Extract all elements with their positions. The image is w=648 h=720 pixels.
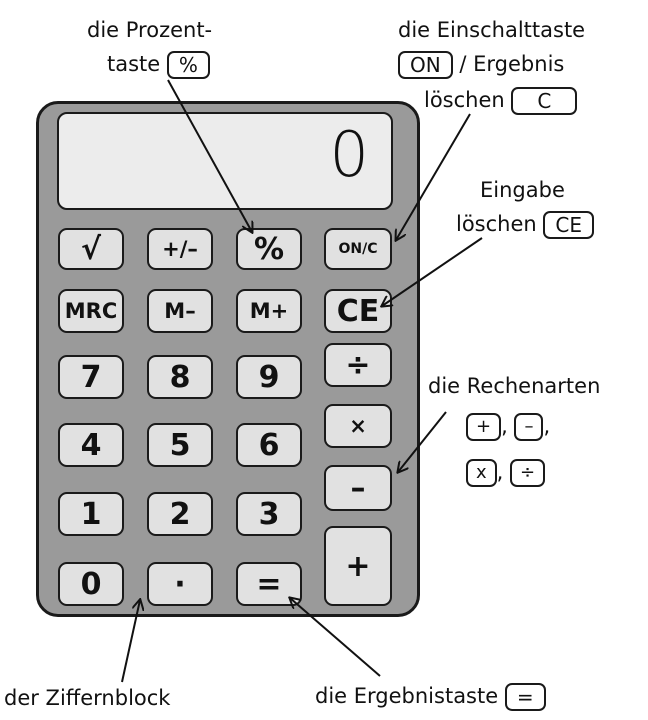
digits-annotation: der Ziffernblock	[4, 686, 171, 710]
percent-annotation-pill: %	[166, 51, 210, 79]
c-annotation-pill: C	[511, 87, 578, 115]
result-annotation: die Ergebnistaste =	[315, 682, 546, 711]
sqrt-key[interactable]: √	[58, 228, 124, 270]
multiply-key[interactable]: ×	[324, 404, 392, 448]
percent-arrow	[167, 79, 252, 232]
digit-4-key[interactable]: 4	[58, 423, 124, 467]
ops-sep-2: ,	[496, 460, 504, 484]
result-annotation-pill: =	[504, 683, 546, 711]
mrc-key[interactable]: MRC	[58, 289, 124, 333]
result-annotation-text: die Ergebnistaste	[315, 684, 499, 708]
digit-9-key[interactable]: 9	[236, 355, 302, 399]
percent-annotation-line1: die Prozent-	[87, 18, 213, 42]
percent-annotation-text: taste	[107, 52, 161, 76]
display-value: 0	[329, 118, 369, 191]
m-plus-key[interactable]: M+	[236, 289, 302, 333]
on-annotation-pill: ON	[398, 51, 453, 79]
m-minus-key[interactable]: M–	[147, 289, 213, 333]
digit-8-key[interactable]: 8	[147, 355, 213, 399]
ce-annotation-text: löschen	[456, 212, 537, 236]
ops-sep-1: ,	[501, 414, 508, 438]
ce-annotation-pill: CE	[543, 211, 595, 239]
ops-annotation-row2: x, ÷	[466, 458, 546, 487]
on-annotation-line2: ON / Ergebnis	[398, 50, 564, 79]
result-arrow	[290, 598, 381, 677]
ce-key[interactable]: CE	[324, 289, 392, 333]
on-c-key[interactable]: ON/C	[324, 228, 392, 270]
digit-1-key[interactable]: 1	[58, 492, 124, 536]
ce-annotation-line2: löschen CE	[456, 210, 595, 239]
ops-end-1: ,	[543, 414, 551, 438]
ce-arrow	[382, 237, 483, 306]
digit-7-key[interactable]: 7	[58, 355, 124, 399]
digit-5-key[interactable]: 5	[147, 423, 213, 467]
on-annotation-loeschen: löschen	[424, 88, 505, 112]
digit-0-key[interactable]: 0	[58, 562, 124, 606]
calculator-display: 0	[57, 112, 393, 210]
ce-annotation-line1: Eingabe	[480, 178, 565, 202]
ops-annotation-title: die Rechenarten	[428, 374, 601, 398]
ops-arrow	[398, 411, 447, 472]
decimal-point-key[interactable]: ·	[147, 562, 213, 606]
digit-2-key[interactable]: 2	[147, 492, 213, 536]
digits-arrow	[121, 600, 140, 683]
minus-key[interactable]: –	[324, 465, 392, 511]
digit-6-key[interactable]: 6	[236, 423, 302, 467]
divide-key[interactable]: ÷	[324, 343, 392, 387]
ops-minus-pill: –	[514, 413, 544, 441]
ops-times-pill: x	[466, 459, 497, 487]
plus-key[interactable]: +	[324, 526, 392, 606]
on-annotation-text: / Ergebnis	[459, 52, 565, 76]
on-annotation-line1: die Einschalttaste	[398, 18, 586, 42]
ops-div-pill: ÷	[510, 459, 546, 487]
on-arrow	[396, 113, 471, 240]
on-annotation-line3: löschen C	[424, 86, 578, 115]
percent-annotation-line2: taste %	[107, 50, 210, 79]
ops-annotation-row1: +, –,	[466, 412, 550, 441]
digit-3-key[interactable]: 3	[236, 492, 302, 536]
ops-plus-pill: +	[466, 413, 502, 441]
percent-key[interactable]: %	[236, 228, 302, 270]
plus-minus-key[interactable]: +/–	[147, 228, 213, 270]
